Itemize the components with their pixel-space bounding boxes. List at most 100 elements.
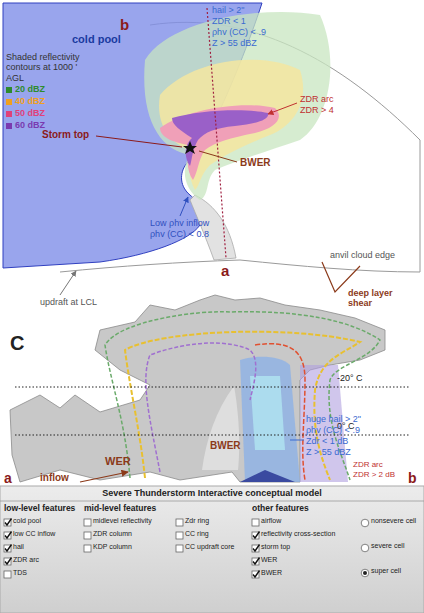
checkmark xyxy=(5,545,12,552)
contour-50 xyxy=(255,344,305,480)
checkbox xyxy=(4,519,11,526)
diagram-label: Z > 55 dBZ xyxy=(212,38,257,48)
checkbox xyxy=(4,558,11,565)
diagram-label: C xyxy=(10,332,24,355)
divider xyxy=(0,501,424,502)
diagram-label: deep layer shear xyxy=(348,288,400,309)
diagram-label: cold pool xyxy=(72,33,121,46)
isotherm xyxy=(15,387,410,388)
legend-text: 40 dBZ xyxy=(15,96,45,106)
checkmark xyxy=(5,558,12,565)
checkmark xyxy=(253,571,260,578)
checkbox xyxy=(176,532,183,539)
legend-swatch xyxy=(6,111,12,117)
feature-option: ZDR column xyxy=(93,530,132,538)
feature-option: TDS xyxy=(13,569,27,577)
checkbox xyxy=(252,519,259,526)
feature-option: storm top xyxy=(261,543,290,551)
diagram-label: WER xyxy=(105,455,131,468)
checkbox xyxy=(4,532,11,539)
checkmark xyxy=(253,545,260,552)
checkmark xyxy=(253,558,260,565)
radio-dot xyxy=(363,571,367,575)
diagram-label: ρhv (CC) < 0.8 xyxy=(150,229,209,239)
feature-option: midlevel reflectivity xyxy=(93,517,152,525)
panel-box: Severe Thunderstorm Interactive conceptu… xyxy=(0,487,424,501)
shear-vector xyxy=(322,262,360,292)
legend-text: 50 dBZ xyxy=(15,108,45,118)
leader xyxy=(96,136,182,147)
feature-option: low-level features xyxy=(4,504,75,514)
zdr-arc xyxy=(240,470,295,482)
diagram-label: inflow xyxy=(40,472,69,484)
diagram-label: ZDR > 2 dB xyxy=(353,470,395,479)
legend-swatch xyxy=(6,123,12,129)
feature-option: CC updraft core xyxy=(185,543,234,551)
diagram-label: b xyxy=(408,470,417,486)
diagram-label: updraft at LCL xyxy=(40,297,97,307)
contour-40 xyxy=(125,332,360,480)
feature-option: cold pool xyxy=(13,517,41,525)
radio-button xyxy=(361,544,369,552)
diagram-label: Z > 55 dBZ xyxy=(306,447,351,457)
feature-option: mid-level features xyxy=(84,504,156,514)
checkbox xyxy=(252,545,259,552)
diagram-label: ρhv (CC) < .9 xyxy=(306,425,360,435)
cloud xyxy=(10,295,385,482)
feature-option: ZDR arc xyxy=(13,556,39,564)
panel-title: Severe Thunderstorm Interactive conceptu… xyxy=(0,487,424,500)
leader xyxy=(290,440,304,441)
feature-option: airflow xyxy=(261,517,281,525)
hail-shaft xyxy=(240,357,300,482)
feature-option: KDP column xyxy=(93,543,132,551)
diagram-label: ZDR arc xyxy=(353,460,383,469)
checkbox xyxy=(84,545,91,552)
diagram-label: Storm top xyxy=(42,129,89,141)
checkbox xyxy=(176,519,183,526)
legend-swatch xyxy=(6,87,12,93)
leader xyxy=(268,103,297,114)
diagram-label: huge hail > 2" xyxy=(306,414,361,424)
control-panel xyxy=(0,486,424,613)
contour-40 xyxy=(159,60,303,190)
checkbox xyxy=(252,558,259,565)
legend-swatch xyxy=(6,99,12,105)
diagram-label: ZDR < 1 xyxy=(212,16,246,26)
leader xyxy=(60,271,76,295)
feature-option: hail xyxy=(13,543,24,551)
feature-option: nonsevere cell xyxy=(371,517,416,525)
diagram-label: b xyxy=(120,16,129,33)
radio-button xyxy=(361,519,369,527)
diagram-label: -20° C xyxy=(337,373,363,383)
checkbox xyxy=(176,545,183,552)
diagram-label: a xyxy=(4,470,12,486)
diagram-label: hail > 2" xyxy=(212,5,244,15)
diagram-label: Shaded reflectivity contours at 1000 ' A… xyxy=(6,52,80,83)
feature-option: WER xyxy=(261,556,277,564)
contour-60 xyxy=(146,343,256,472)
diagram-label: anvil cloud edge xyxy=(330,250,395,260)
diagram-label: a xyxy=(221,262,229,279)
checkbox xyxy=(252,532,259,539)
diagram-label: ZDR > 4 xyxy=(300,105,334,115)
checkbox xyxy=(84,532,91,539)
diagram-label: ρhv (CC) < .9 xyxy=(212,27,266,37)
inflow-arrow xyxy=(80,472,128,482)
checkbox xyxy=(252,571,259,578)
feature-option: BWER xyxy=(261,569,282,577)
feature-option: severe cell xyxy=(371,542,404,550)
radio-button xyxy=(361,569,369,577)
checkbox xyxy=(84,519,91,526)
checkbox xyxy=(4,571,11,578)
storm-top-star xyxy=(183,141,197,154)
checkmark xyxy=(5,532,12,539)
legend-text: 20 dBZ xyxy=(15,84,45,94)
diagram-label: Zdr < 1 dB xyxy=(306,436,348,446)
leader xyxy=(199,151,237,162)
contour-20 xyxy=(105,312,380,480)
leader xyxy=(180,197,188,216)
checkmark xyxy=(5,519,12,526)
bwer-void xyxy=(202,386,239,470)
diagram-label: BWER xyxy=(240,157,271,169)
legend-text: 60 dBZ xyxy=(15,120,45,130)
